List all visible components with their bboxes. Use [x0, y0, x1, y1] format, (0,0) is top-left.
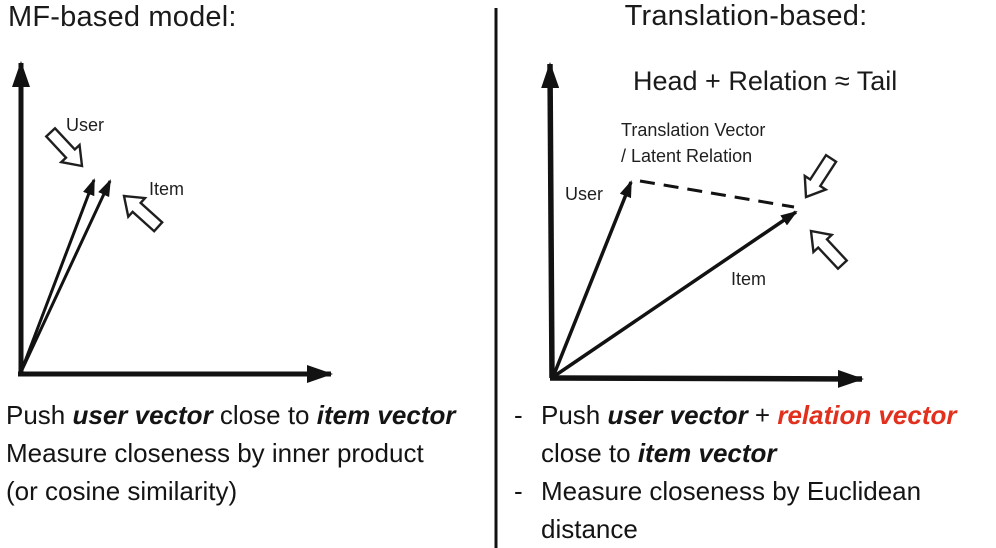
b1-line2-prefix: close to [541, 438, 638, 468]
user-vector-emphasis: user vector [72, 400, 213, 430]
right-bottom-pointer-arrow-icon [800, 221, 853, 275]
bullet-2-line1: Measure closeness by Euclidean [541, 476, 922, 506]
bullet-2-line2: distance [541, 514, 638, 544]
translation-vector-label: Translation Vector / Latent Relation [621, 117, 765, 169]
bullet-2-text: Measure closeness by Euclidean distance [541, 472, 921, 548]
right-item-vector [552, 210, 798, 379]
left-item-label: Item [149, 179, 185, 199]
head-relation-tail-equation: Head + Relation ≈ Tail [633, 66, 898, 96]
bullet-1-line2: close to item vector [541, 434, 957, 472]
left-description-line3: (or cosine similarity) [6, 476, 238, 506]
bullet-dash-2: - [514, 476, 523, 506]
bullet-1-text: Push user vector + relation vector close… [541, 396, 957, 472]
b1-plus: + [747, 400, 778, 430]
translation-vector-dashed-line [639, 179, 795, 209]
user-vector-emphasis-right: user vector [607, 400, 748, 430]
bullet-item-1: - Push user vector + relation vector clo… [496, 396, 996, 472]
left-user-vector [19, 178, 96, 373]
right-bullet-list: - Push user vector + relation vector clo… [496, 396, 996, 548]
item-vector-emphasis-right: item vector [637, 438, 777, 468]
left-user-label: User [66, 115, 105, 135]
left-item-vector [19, 179, 112, 373]
translation-vector-label-line2: / Latent Relation [621, 146, 753, 166]
translation-vector-label-line1: Translation Vector [621, 120, 766, 140]
item-vector-emphasis: item vector [316, 400, 456, 430]
right-x-axis [549, 369, 864, 388]
b1-prefix: Push [541, 400, 608, 430]
left-panel-title: MF-based model: [8, 1, 237, 33]
bullet-1-line1: Push user vector + relation vector [541, 396, 957, 434]
right-panel-title: Translation-based: [624, 0, 868, 32]
bullet-dash-1: - [514, 400, 523, 430]
right-item-label: Item [731, 269, 767, 289]
relation-vector-emphasis: relation vector [777, 400, 957, 430]
right-user-vector [551, 180, 633, 378]
right-y-axis [541, 62, 560, 379]
right-top-pointer-arrow-icon [794, 150, 843, 206]
left-line1-middle: close to [212, 400, 317, 430]
bullet-item-2: - Measure closeness by Euclidean distanc… [496, 472, 996, 548]
left-line1-prefix: Push [6, 400, 73, 430]
left-description-line2: Measure closeness by inner product [6, 438, 424, 468]
left-description: Push user vector close to item vector Me… [6, 396, 492, 510]
left-description-line1: Push user vector close to item vector [6, 396, 492, 434]
right-user-label: User [565, 184, 604, 204]
